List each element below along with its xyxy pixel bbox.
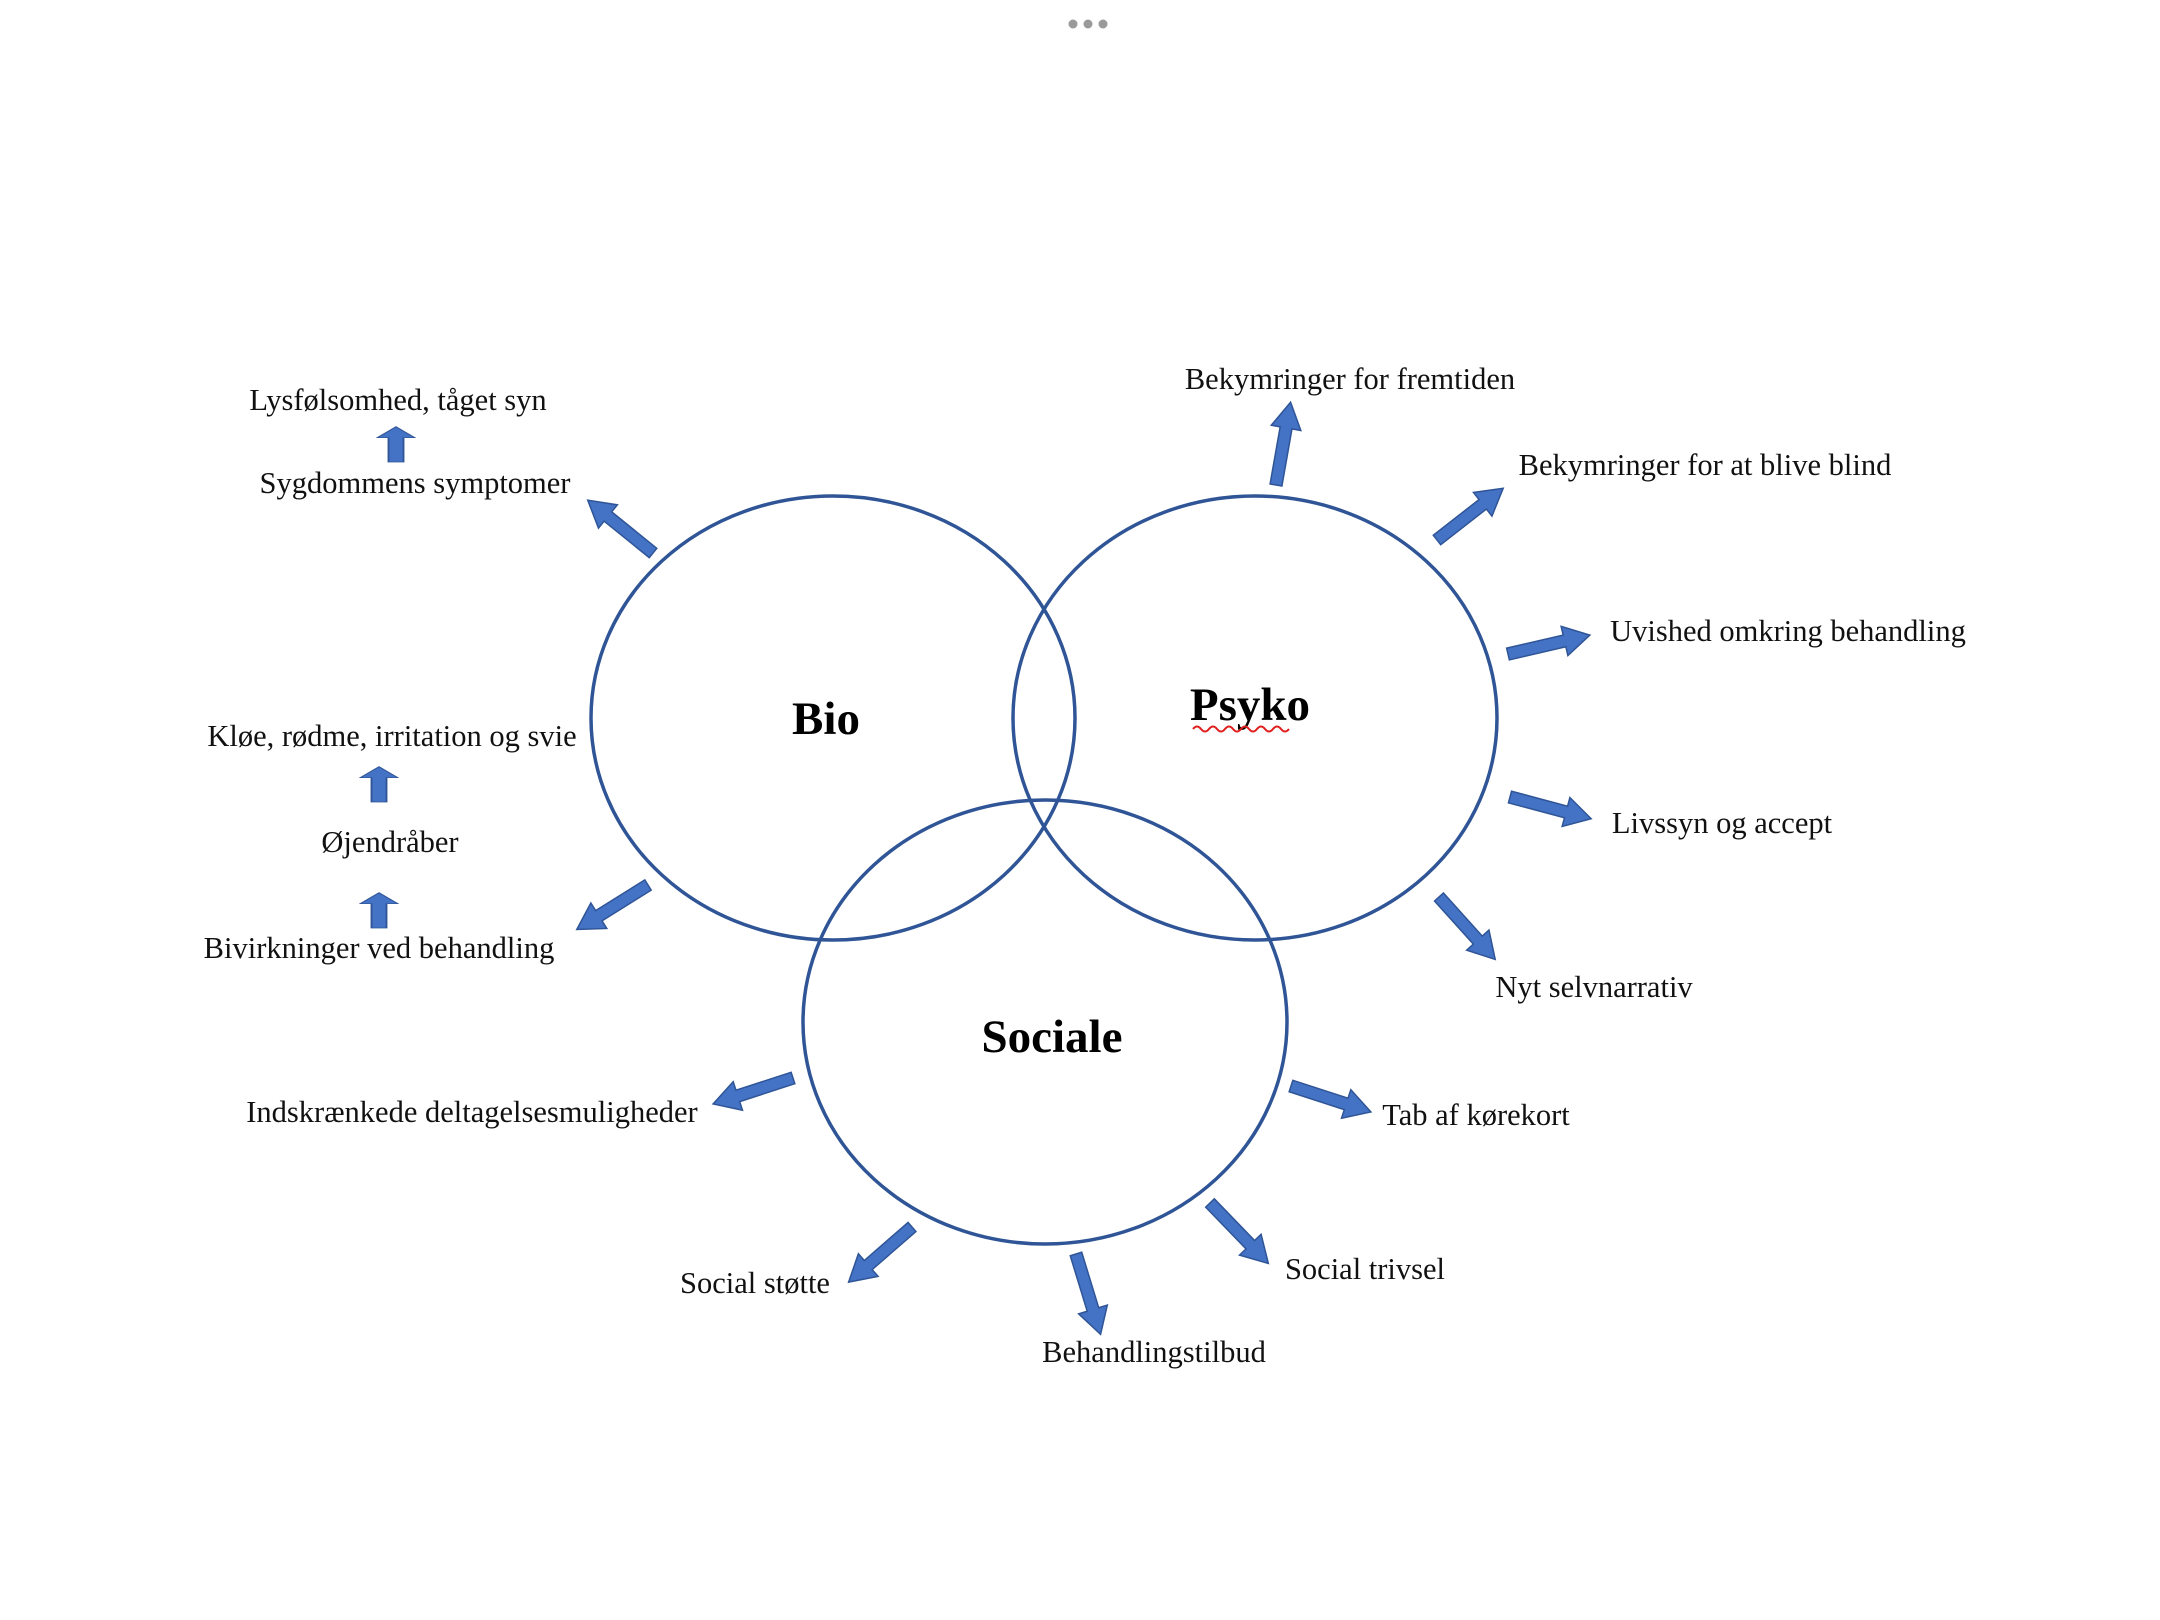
block-arrow-icon	[1427, 886, 1508, 971]
block-arrow-icon	[359, 765, 399, 803]
sociale-circle	[801, 798, 1289, 1246]
label-korekort: Tab af kørekort	[1382, 1098, 1570, 1132]
label-social-stotte: Social støtte	[680, 1266, 830, 1300]
block-arrow-icon	[568, 871, 657, 943]
label-oejendraaber: Øjendråber	[321, 825, 458, 859]
psyko-circle	[1011, 494, 1499, 942]
label-kloee: Kløe, rødme, irritation og svie	[207, 719, 576, 753]
label-bivirkninger: Bivirkninger ved behandling	[204, 931, 555, 965]
sociale-title: Sociale	[982, 1011, 1123, 1063]
block-arrow-icon	[1503, 619, 1594, 670]
label-uvished: Uvished omkring behandling	[1610, 614, 1966, 648]
label-selvnarrativ: Nyt selvnarrativ	[1495, 970, 1693, 1004]
label-livssyn: Livssyn og accept	[1612, 806, 1833, 840]
block-arrow-icon	[1427, 475, 1514, 553]
block-arrow-icon	[1060, 1248, 1116, 1340]
label-indskraenkede: Indskrænkede deltagelsesmuligheder	[246, 1095, 697, 1129]
label-sygdommens: Sygdommens symptomer	[260, 466, 571, 500]
block-arrow-icon	[1198, 1191, 1280, 1275]
label-lysfoelsomhed: Lysfølsomhed, tåget syn	[249, 383, 546, 417]
block-arrow-icon	[376, 425, 416, 463]
block-arrow-icon	[359, 891, 399, 929]
block-arrow-icon	[1285, 1070, 1377, 1127]
block-arrow-icon	[838, 1214, 923, 1295]
bio-title: Bio	[792, 693, 860, 745]
spellcheck-underline	[1192, 725, 1290, 733]
more-dots-icon[interactable]	[1068, 19, 1108, 29]
label-blind: Bekymringer for at blive blind	[1519, 448, 1892, 482]
label-social-trivsel: Social trivsel	[1285, 1252, 1445, 1286]
block-arrow-icon	[707, 1062, 799, 1119]
block-arrow-icon	[577, 487, 664, 566]
label-fremtiden: Bekymringer for fremtiden	[1185, 362, 1515, 396]
label-behandlingstilbud: Behandlingstilbud	[1042, 1335, 1266, 1369]
bio-circle	[589, 494, 1077, 942]
block-arrow-icon	[1260, 398, 1307, 489]
psyko-title: Psyko	[1190, 679, 1310, 731]
block-arrow-icon	[1505, 781, 1596, 834]
